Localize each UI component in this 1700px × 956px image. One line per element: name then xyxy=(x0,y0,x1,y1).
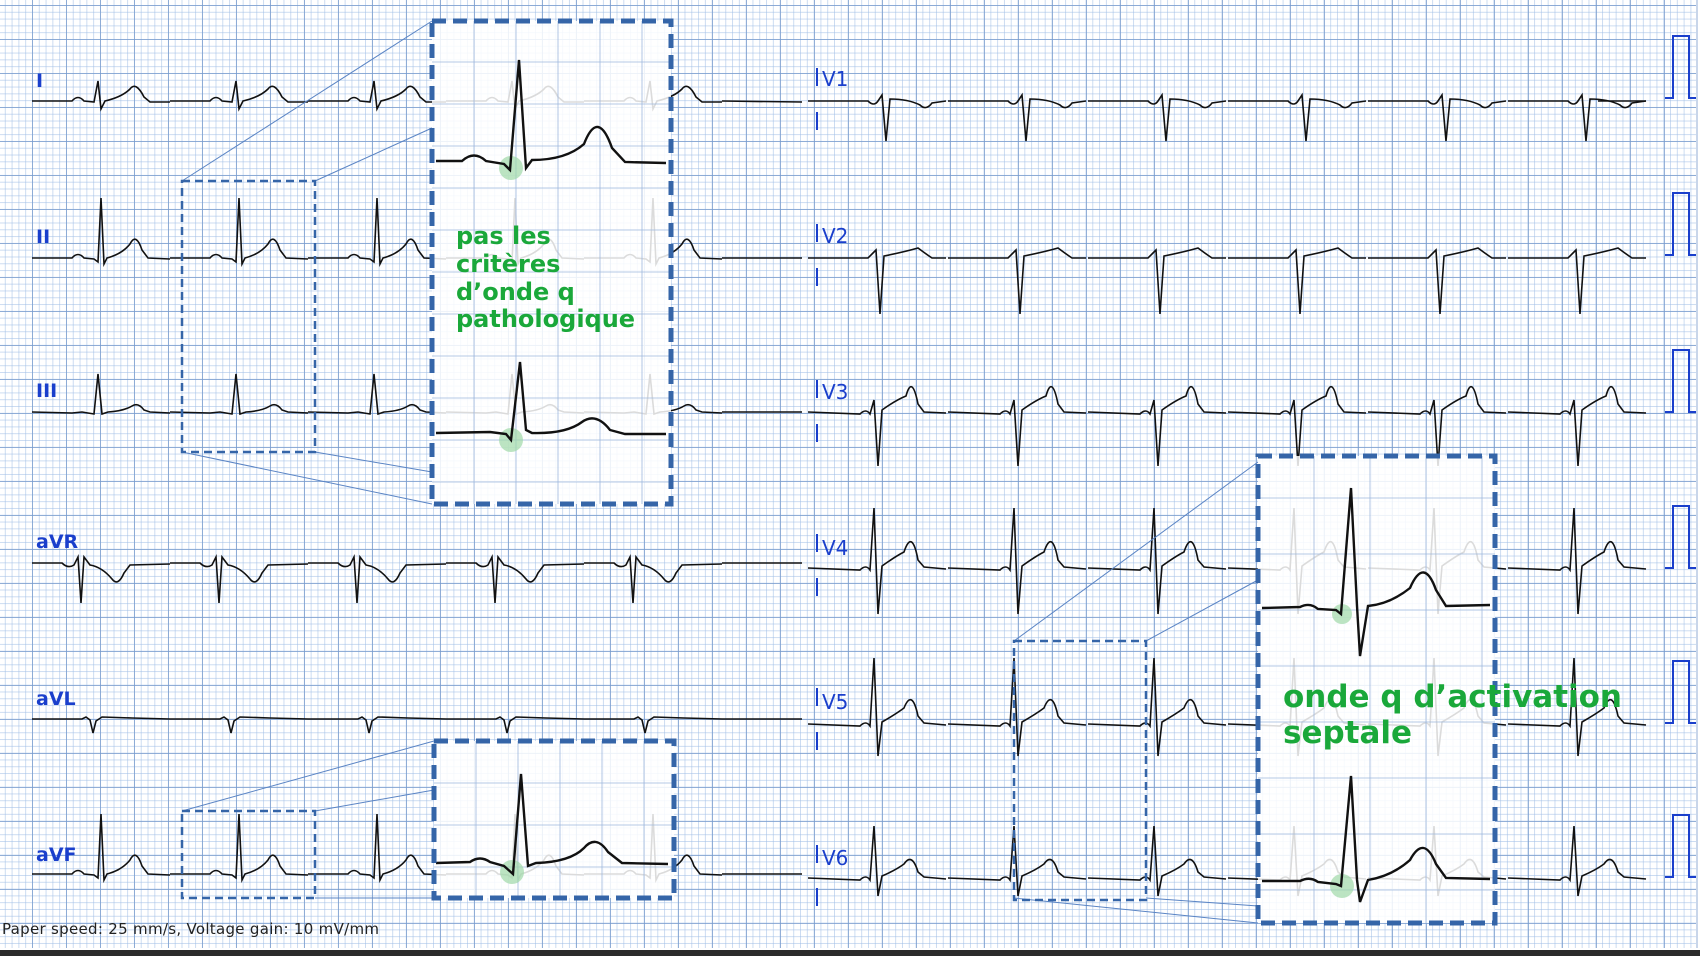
bottom-edge xyxy=(0,950,1700,956)
recording-settings: Paper speed: 25 mm/s, Voltage gain: 10 m… xyxy=(2,920,380,938)
lead-label-I: I xyxy=(36,70,44,92)
trace-lead-II xyxy=(31,197,802,265)
lead-label-V2: V2 xyxy=(822,224,849,248)
trace-lead-V6 xyxy=(807,825,1647,897)
lead-label-III: III xyxy=(36,380,58,402)
lead-label-aVR: aVR xyxy=(36,531,79,553)
trace-lead-aVF xyxy=(31,813,802,881)
annotation-line: onde q d’activation xyxy=(1283,679,1623,715)
annotation-lateral-note: onde q d’activation septale xyxy=(1283,679,1623,751)
lead-label-V5: V5 xyxy=(822,690,849,714)
trace-lead-V1 xyxy=(807,94,1647,142)
trace-lead-I xyxy=(31,80,803,110)
zoom-callout-inferior xyxy=(180,18,674,507)
annotation-line: critères xyxy=(456,249,561,278)
lead-label-II: II xyxy=(36,226,51,248)
lead-label-V3: V3 xyxy=(822,380,849,404)
annotation-line: d’onde q xyxy=(456,277,575,306)
trace-lead-V4 xyxy=(807,507,1647,615)
lead-label-V1: V1 xyxy=(822,67,849,91)
lead-label-aVL: aVL xyxy=(36,688,76,710)
trace-lead-aVR xyxy=(31,556,802,604)
annotation-line: septale xyxy=(1283,714,1413,751)
zoom-callout-lateral xyxy=(1012,453,1498,926)
trace-lead-V3 xyxy=(807,385,1647,467)
lead-label-V4: V4 xyxy=(822,536,849,560)
annotation-line: pas les xyxy=(456,222,551,250)
annotation-inferior-note: pas les critères d’onde q pathologique xyxy=(456,222,636,334)
zoom-callout-aVF xyxy=(180,738,677,901)
calibration-pulses xyxy=(1665,35,1696,878)
lead-label-aVF: aVF xyxy=(36,844,77,866)
trace-lead-V2 xyxy=(807,247,1647,315)
trace-lead-aVL xyxy=(31,716,802,734)
annotation-line: pathologique xyxy=(456,305,636,334)
trace-lead-III xyxy=(31,373,802,415)
lead-label-V6: V6 xyxy=(822,846,849,870)
